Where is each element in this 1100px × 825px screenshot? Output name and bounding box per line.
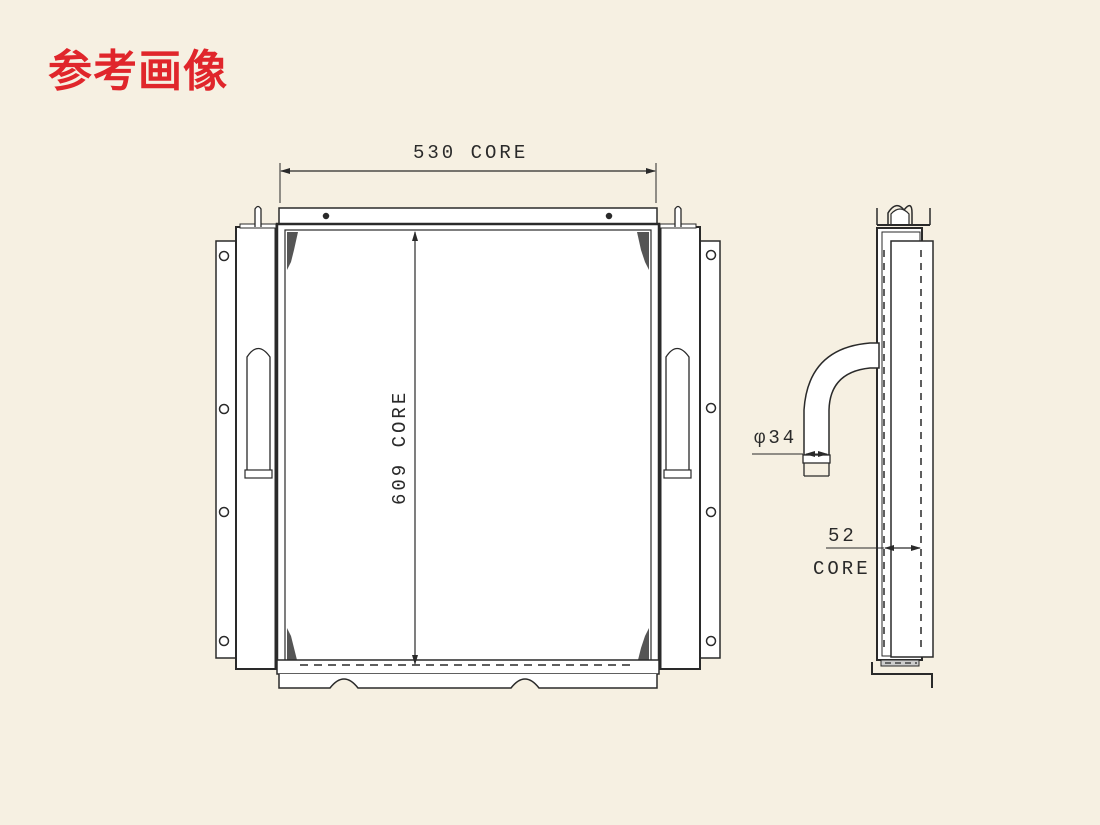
right-mounting-plate <box>699 240 721 659</box>
width-dimension-label: 530 CORE <box>413 142 528 164</box>
mount-hole <box>705 635 717 647</box>
pipe-diameter-label: φ34 <box>754 427 797 449</box>
side-view <box>752 204 934 688</box>
bottom-band <box>276 659 660 675</box>
corner-shading <box>287 232 649 664</box>
mount-hole <box>705 249 717 261</box>
mount-hole <box>218 506 230 518</box>
bolt-hole <box>605 212 613 220</box>
bottom-bracket <box>278 674 658 689</box>
right-stud <box>674 205 682 227</box>
front-view <box>215 163 721 689</box>
mount-hole <box>218 635 230 647</box>
outlet-pipe <box>803 342 880 456</box>
bolt-hole <box>322 212 330 220</box>
mount-hole <box>705 506 717 518</box>
mount-hole <box>218 403 230 415</box>
page-title: 参考画像 <box>48 46 228 97</box>
width-dimension <box>279 163 657 203</box>
left-stud <box>254 205 262 227</box>
mount-hole <box>218 250 230 262</box>
mount-hole <box>705 402 717 414</box>
side-core <box>890 240 934 658</box>
top-bracket <box>278 207 658 225</box>
right-sight-slot <box>665 347 690 476</box>
height-dimension-label: 609 CORE <box>389 390 411 505</box>
left-sight-slot <box>246 347 271 476</box>
core-area <box>284 229 652 667</box>
core-depth-value: 52 <box>828 525 857 547</box>
left-mounting-plate <box>215 240 237 659</box>
core-depth-label: CORE <box>813 558 871 580</box>
pipe-end-ring <box>802 454 831 464</box>
